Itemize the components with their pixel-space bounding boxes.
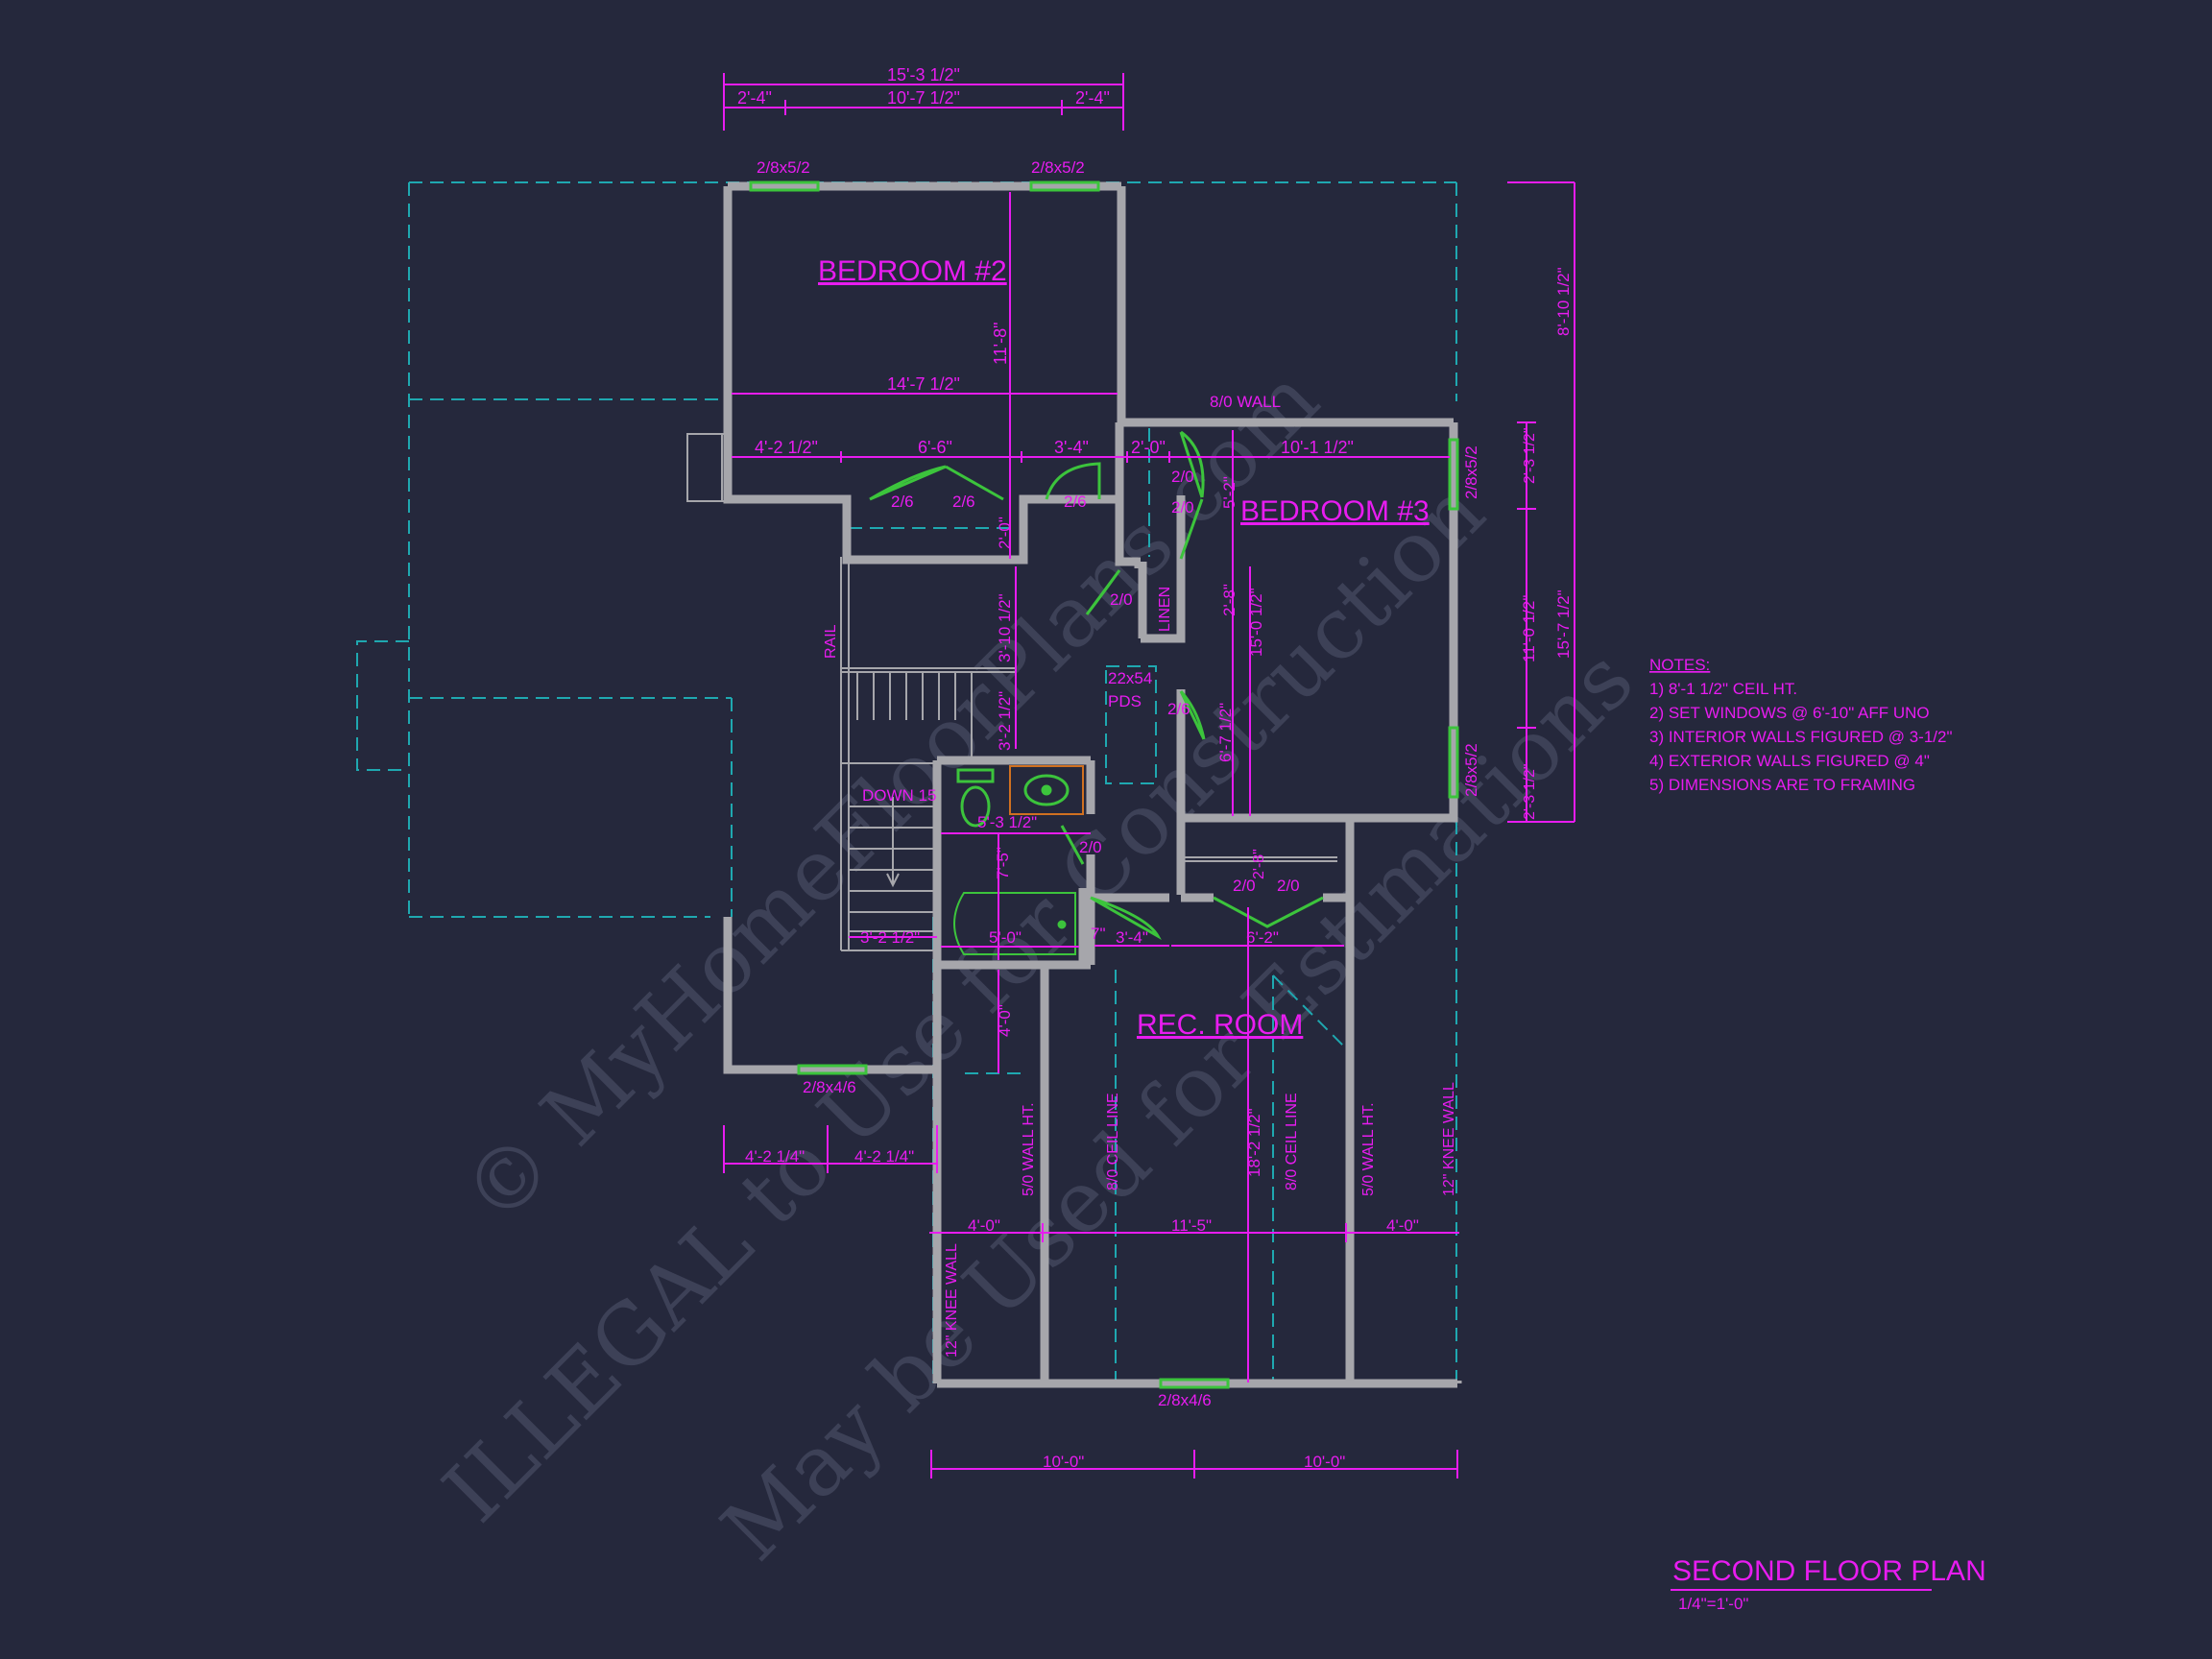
dim-closet-c: 6'-2" — [1246, 928, 1279, 947]
dim-bath-c: 5'-0" — [989, 928, 1022, 947]
dim-top-total: 15'-3 1/2" — [887, 65, 960, 84]
dim-row-c: 3'-4" — [1054, 438, 1089, 457]
door-label-5: 2/0 — [1171, 498, 1194, 517]
dim-right-c: 11'-0 1/2" — [1520, 595, 1538, 662]
label-pds-2: PDS — [1108, 692, 1142, 710]
dimension-lines — [723, 73, 1932, 1591]
dim-rec-w3: 4'-0" — [1386, 1216, 1419, 1235]
window-label-5: 2/8x4/6 — [803, 1078, 856, 1096]
note-item-3: 3) INTERIOR WALLS FIGURED @ 3-1/2" — [1649, 728, 1953, 746]
dim-b3-a: 5'-2" — [1220, 476, 1238, 509]
window-label-4: 2/8x5/2 — [1462, 743, 1480, 797]
window-label-3: 2/8x5/2 — [1462, 445, 1480, 499]
dim-closet-a: 2'-8" — [1251, 849, 1267, 879]
dim-row-a: 4'-2 1/2" — [755, 438, 818, 457]
label-down: DOWN 15 — [862, 786, 936, 805]
dim-right-d: 2'-3 1/2" — [1522, 763, 1538, 820]
door-label-4: 2/0 — [1171, 468, 1194, 486]
door-label-9: 2/0 — [1233, 877, 1256, 895]
note-knee-right: 12" KNEE WALL — [1441, 1082, 1457, 1196]
walls — [723, 181, 1462, 1388]
note-wall-ht-right: 5/0 WALL HT. — [1360, 1102, 1377, 1196]
chimney-bump — [686, 433, 729, 502]
dim-top-left: 2'-4" — [737, 88, 772, 108]
toilet-bowl-icon — [960, 785, 991, 828]
dim-bot-b: 4'-2 1/4" — [854, 1147, 914, 1166]
note-item-5: 5) DIMENSIONS ARE TO FRAMING — [1649, 776, 1915, 794]
dim-row-e: 10'-1 1/2" — [1281, 438, 1354, 457]
door-label-1: 2/6 — [891, 493, 914, 511]
dim-b3-b: 2'-8" — [1220, 584, 1238, 616]
note-item-4: 4) EXTERIOR WALLS FIGURED @ 4" — [1649, 752, 1930, 770]
room-label-bedroom2: BEDROOM #2 — [818, 255, 1007, 287]
dim-b3-d: 6'-7 1/2" — [1216, 703, 1235, 762]
plan-labels: BEDROOM #2 BEDROOM #3 REC. ROOM 15'-3 1/… — [737, 65, 1986, 1613]
label-pds: 22x54 — [1108, 669, 1152, 687]
bathtub-icon — [953, 892, 1076, 955]
bath-fixtures — [953, 765, 1084, 955]
dim-rec-b: 18'-2 1/2" — [1245, 1108, 1263, 1177]
plan-scale: 1/4"=1'-0" — [1678, 1595, 1748, 1613]
door-label-3: 2/6 — [1064, 493, 1087, 511]
dim-rec-a: 4'-0" — [996, 1004, 1014, 1037]
label-linen: LINEN — [1157, 587, 1173, 632]
room-label-rec-room: REC. ROOM — [1137, 1009, 1303, 1041]
dim-right-b: 2'-3 1/2" — [1522, 427, 1538, 484]
dim-bath-b: 7'-5" — [994, 847, 1012, 879]
note-wall-ht-left: 5/0 WALL HT. — [1021, 1102, 1037, 1196]
room-label-bedroom3: BEDROOM #3 — [1240, 495, 1430, 527]
door-label-2: 2/6 — [952, 493, 975, 511]
door-label-10: 2/0 — [1277, 877, 1300, 895]
notes-heading: NOTES: — [1649, 656, 1710, 674]
dim-hall-c: 3'-2 1/2" — [996, 691, 1014, 751]
window-label-1: 2/8x5/2 — [757, 158, 810, 177]
wall-note-8-0: 8/0 WALL — [1210, 393, 1281, 411]
note-item-2: 2) SET WINDOWS @ 6'-10" AFF UNO — [1649, 704, 1930, 722]
dim-bot-c: 10'-0" — [1043, 1453, 1084, 1471]
dim-hall-a: 2'-0" — [996, 517, 1014, 549]
door-label-6: 2/0 — [1110, 590, 1133, 609]
windows — [749, 180, 1459, 1389]
window-label-2: 2/8x5/2 — [1031, 158, 1085, 177]
doors — [869, 430, 1324, 940]
dim-right-a: 8'-10 1/2" — [1554, 267, 1573, 336]
vanity-icon — [1009, 765, 1084, 815]
dim-stair-a: 3'-2 1/2" — [860, 928, 920, 947]
dim-top-right: 2'-4" — [1075, 88, 1110, 108]
door-label-8: 2/0 — [1079, 838, 1102, 856]
note-ceil-left: 8/0 CEIL LINE — [1105, 1093, 1121, 1190]
dim-bot-d: 10'-0" — [1304, 1453, 1345, 1471]
dim-bot-a: 4'-2 1/4" — [745, 1147, 805, 1166]
dim-bath-a: 5'-3 1/2" — [977, 813, 1037, 831]
note-ceil-right: 8/0 CEIL LINE — [1284, 1093, 1300, 1190]
note-knee-left: 12" KNEE WALL — [944, 1243, 960, 1358]
dim-bath-d: 7" — [1091, 925, 1106, 943]
dim-right-e: 15'-7 1/2" — [1554, 589, 1573, 659]
dim-row-b: 6'-6" — [918, 438, 952, 457]
plan-title: SECOND FLOOR PLAN — [1672, 1555, 1986, 1587]
note-item-1: 1) 8'-1 1/2" CEIL HT. — [1649, 680, 1797, 698]
label-rail: RAIL — [823, 624, 839, 659]
dim-hall-b: 3'-10 1/2" — [996, 593, 1014, 662]
dim-b3-c: 15'-0 1/2" — [1247, 588, 1265, 657]
dim-top-mid: 10'-7 1/2" — [887, 88, 960, 108]
window-label-6: 2/8x4/6 — [1158, 1391, 1212, 1409]
dim-closet-b: 3'-4" — [1116, 928, 1148, 947]
dim-bed2-depth: 11'-8" — [991, 322, 1010, 365]
toilet-tank-icon — [956, 768, 995, 783]
door-label-7: 2/6 — [1167, 700, 1190, 718]
sink-icon — [1023, 774, 1070, 806]
dim-row-d: 2'-0" — [1131, 438, 1166, 457]
dim-rec-w1: 4'-0" — [968, 1216, 1000, 1235]
dim-bed2-width: 14'-7 1/2" — [887, 374, 960, 394]
roof-outline-dashed — [356, 181, 1457, 1382]
dim-rec-w2: 11'-5" — [1171, 1216, 1212, 1235]
